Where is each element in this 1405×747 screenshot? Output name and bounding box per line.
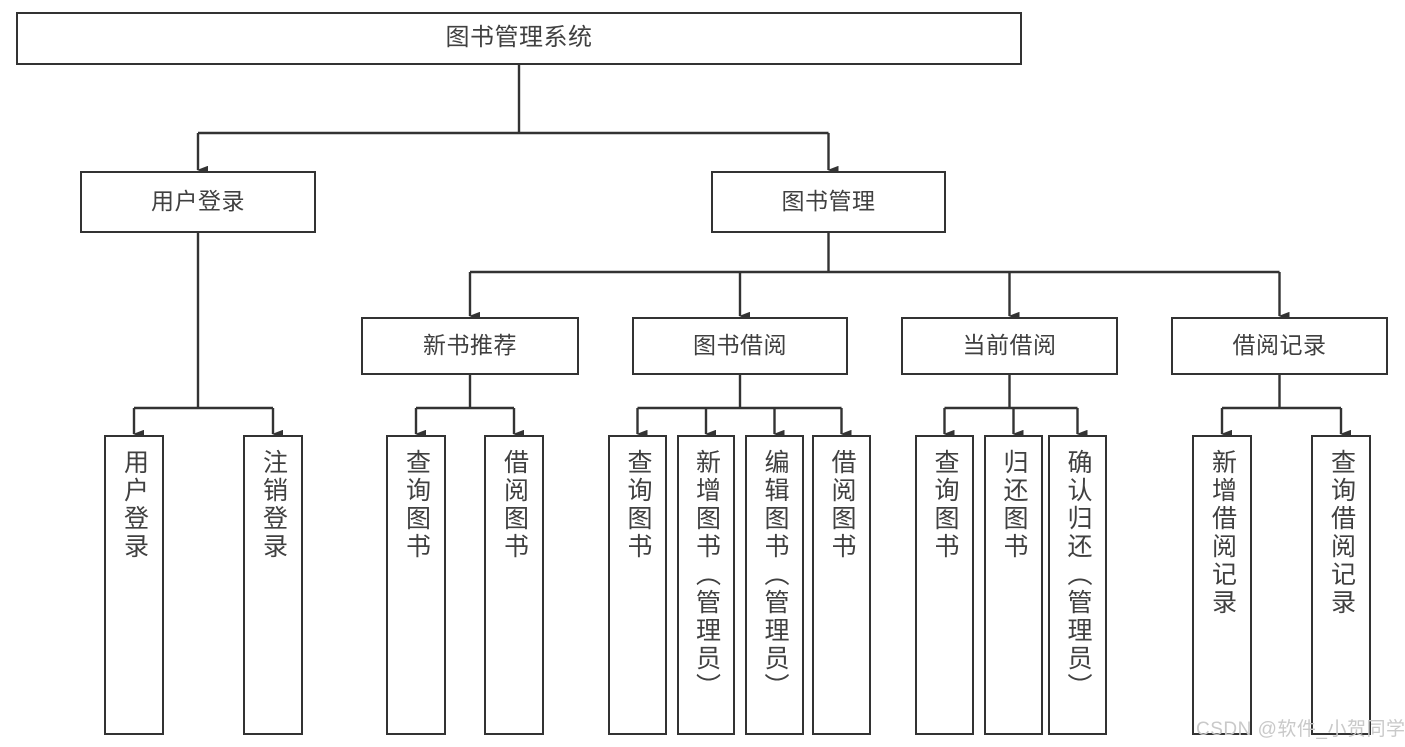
node-borrow[interactable]: 图书借阅	[632, 317, 848, 375]
node-leaf-user-login[interactable]: 用户登录	[104, 435, 164, 735]
node-label: 用户登录	[151, 188, 245, 215]
node-leaf-bw-query[interactable]: 查询图书	[608, 435, 667, 735]
node-label: 查询借阅记录	[1327, 449, 1356, 617]
node-bookmgmt[interactable]: 图书管理	[711, 171, 946, 233]
node-label: 查询图书	[402, 449, 431, 561]
node-root[interactable]: 图书管理系统	[16, 12, 1022, 65]
node-label: 编辑图书（管理员）	[761, 449, 789, 701]
node-leaf-bw-add[interactable]: 新增图书（管理员）	[677, 435, 735, 735]
node-leaf-cur-return[interactable]: 归还图书	[984, 435, 1043, 735]
node-label: 确认归还（管理员）	[1064, 449, 1092, 701]
node-login[interactable]: 用户登录	[80, 171, 316, 233]
node-label: 查询图书	[624, 449, 652, 561]
node-label: 借阅记录	[1232, 332, 1327, 359]
node-label: 图书管理	[781, 188, 876, 215]
node-records[interactable]: 借阅记录	[1171, 317, 1388, 375]
node-newbook[interactable]: 新书推荐	[361, 317, 579, 375]
node-label: 图书借阅	[693, 332, 787, 359]
node-label: 借阅图书	[500, 449, 529, 561]
node-label: 当前借阅	[962, 332, 1057, 359]
node-label: 新书推荐	[423, 332, 517, 359]
node-leaf-cur-confirm[interactable]: 确认归还（管理员）	[1048, 435, 1107, 735]
node-leaf-rec-add[interactable]: 新增借阅记录	[1192, 435, 1252, 735]
node-leaf-bw-edit[interactable]: 编辑图书（管理员）	[745, 435, 804, 735]
node-label: 借阅图书	[828, 449, 856, 561]
node-current[interactable]: 当前借阅	[901, 317, 1118, 375]
node-label: 注销登录	[259, 449, 288, 561]
node-label: 新增图书（管理员）	[692, 449, 721, 701]
node-label: 图书管理系统	[445, 24, 593, 52]
node-leaf-rec-query[interactable]: 查询借阅记录	[1311, 435, 1371, 735]
node-label: 归还图书	[1000, 449, 1028, 561]
node-leaf-cur-query[interactable]: 查询图书	[915, 435, 974, 735]
node-label: 新增借阅记录	[1208, 449, 1237, 617]
node-label: 用户登录	[120, 449, 149, 561]
node-leaf-user-logout[interactable]: 注销登录	[243, 435, 303, 735]
node-leaf-bw-borrow[interactable]: 借阅图书	[812, 435, 871, 735]
node-leaf-new-query[interactable]: 查询图书	[386, 435, 446, 735]
node-leaf-new-borrow[interactable]: 借阅图书	[484, 435, 544, 735]
watermark: CSDN @软件_小贺同学	[1196, 719, 1405, 740]
node-label: 查询图书	[931, 449, 959, 561]
